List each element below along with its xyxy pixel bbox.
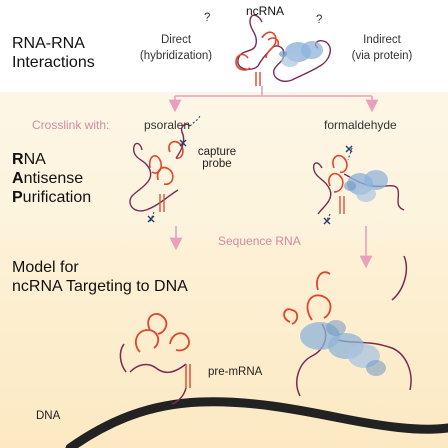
capture-probe-line2: probe	[202, 158, 232, 170]
question-mark-indirect: ?	[316, 14, 323, 26]
capture-probe-line1: capture	[197, 146, 237, 158]
formaldehyde-label: formaldehyde	[324, 118, 397, 132]
ncrna-label: ncRNA	[246, 4, 285, 18]
model-title-line2: ncRNA Targeting to DNA	[12, 278, 188, 295]
premrna-label: pre-mRNA	[208, 366, 263, 378]
rap-title-line3: Purification	[12, 189, 92, 206]
capture-probe-label: capture probe	[192, 146, 242, 170]
question-mark-direct: ?	[204, 12, 211, 24]
rap-title-line1: RNA	[12, 151, 46, 168]
rap-title-line2: Antisense	[12, 170, 84, 187]
model-title-line1: Model for	[12, 259, 79, 276]
premrna-rna-icon	[119, 313, 191, 405]
top-ncrna-icon	[235, 14, 331, 86]
formaldehyde-crosslinked-rna-icon	[312, 145, 405, 225]
direct-label-line2: (hybridization)	[139, 50, 213, 62]
direct-label-line1: Direct	[160, 34, 192, 46]
psoralen-label: psoralen	[144, 118, 191, 132]
dna-strand-icon	[65, 397, 448, 448]
psoralen-crosslinked-rna-icon	[129, 115, 201, 223]
crosslink-label: Crosslink with:	[32, 118, 110, 132]
indirect-label-line1: Indirect	[363, 34, 401, 46]
rna-rna-interactions-panel	[0, 0, 448, 92]
interactions-title-line1: RNA-RNA	[12, 35, 85, 52]
interactions-title-line2: Interactions	[12, 54, 95, 71]
sequence-arrows	[169, 226, 373, 269]
rap-panel	[0, 92, 448, 240]
branch-arrows-top	[168, 86, 379, 113]
dna-label: DNA	[36, 410, 61, 422]
chromatin-ncrna-icon	[283, 255, 412, 397]
indirect-label-line2: (via protein)	[351, 50, 413, 62]
sequence-rna-label: Sequence RNA	[218, 234, 301, 248]
